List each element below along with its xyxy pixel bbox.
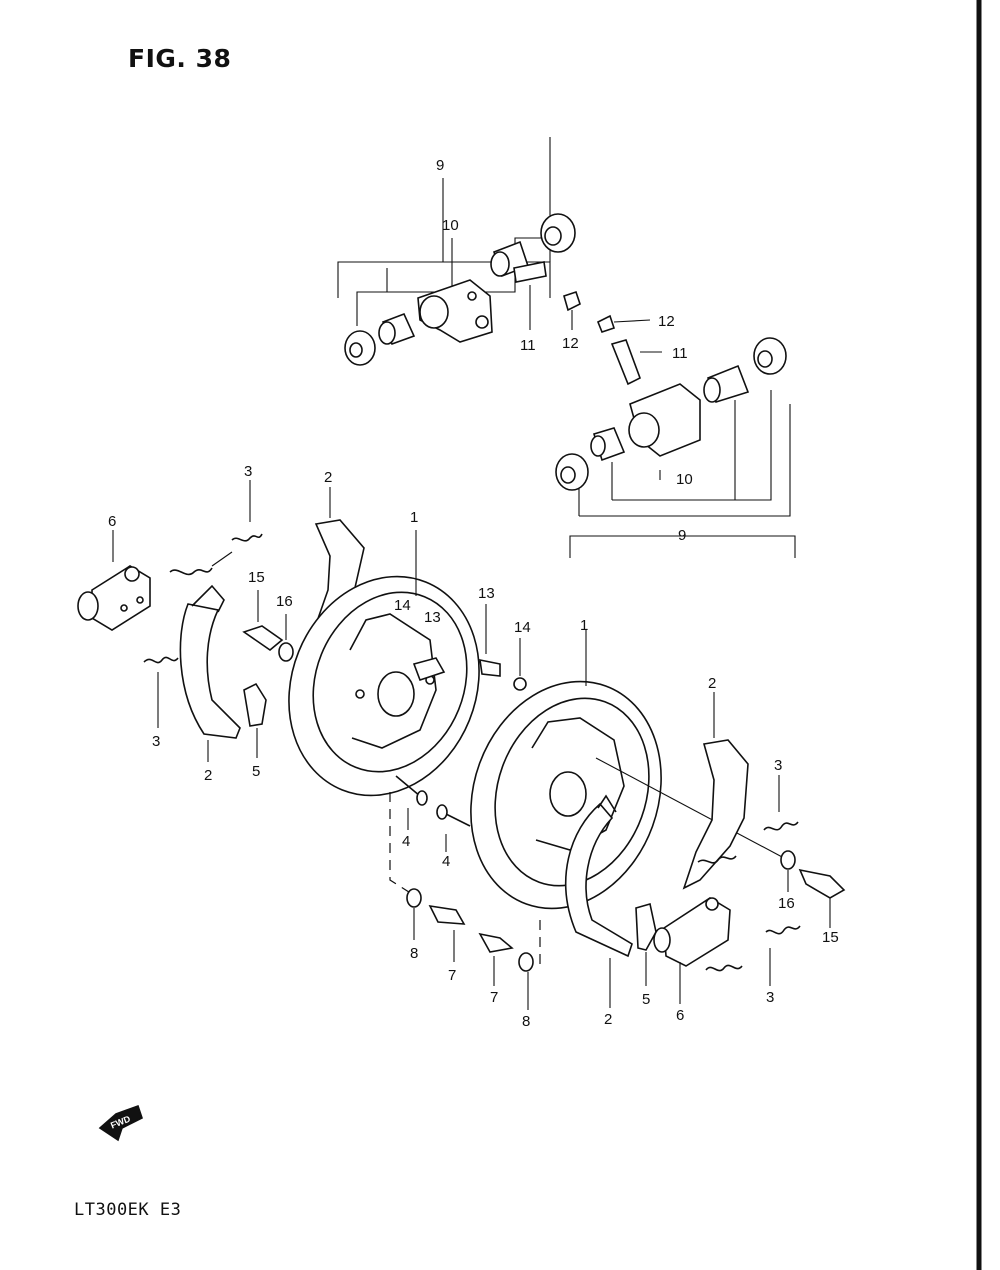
- callout-8: 8: [522, 1013, 530, 1030]
- callout-6: 6: [676, 1007, 684, 1024]
- callout-12: 12: [562, 335, 579, 352]
- hold-down-pins: [389, 775, 541, 968]
- callout-3: 3: [774, 757, 782, 774]
- callout-3: 3: [766, 989, 774, 1006]
- callout-4: 4: [442, 853, 450, 870]
- backing-plate-left: [288, 530, 527, 797]
- callout-16: 16: [276, 593, 293, 610]
- callout-3: 3: [244, 463, 252, 480]
- bottom-hardware: [406, 888, 534, 1010]
- callout-16: 16: [778, 895, 795, 912]
- callout-4: 4: [402, 833, 410, 850]
- callout-2: 2: [324, 469, 332, 486]
- callout-8: 8: [410, 945, 418, 962]
- callout-15: 15: [248, 569, 265, 586]
- callout-labels: 9 10 11 12 12 11 10 9 3 2 1 6 15 16 14 1…: [108, 157, 839, 1030]
- wheel-cylinder-assembly-top: [337, 137, 581, 366]
- callout-10: 10: [676, 471, 693, 488]
- callout-2: 2: [708, 675, 716, 692]
- callout-1: 1: [580, 617, 588, 634]
- callout-10: 10: [442, 217, 459, 234]
- callout-2: 2: [604, 1011, 612, 1028]
- callout-11: 11: [672, 345, 688, 362]
- right-brake-parts: [564, 692, 846, 1008]
- callout-14: 14: [514, 619, 531, 636]
- callout-2: 2: [204, 767, 212, 784]
- callout-13: 13: [478, 585, 495, 602]
- callout-7: 7: [448, 967, 456, 984]
- callout-6: 6: [108, 513, 116, 530]
- wheel-cylinder-assembly-right: [555, 314, 796, 558]
- page-edge: [976, 0, 982, 1270]
- model-code: LT300EK E3: [74, 1200, 182, 1220]
- callout-5: 5: [642, 991, 650, 1008]
- callout-5: 5: [252, 763, 260, 780]
- fwd-arrow-icon: FWD: [98, 1104, 143, 1142]
- callout-1: 1: [410, 509, 418, 526]
- callout-3: 3: [152, 733, 160, 750]
- callout-15: 15: [822, 929, 839, 946]
- callout-9: 9: [436, 157, 444, 174]
- backing-plate-right: [470, 630, 785, 910]
- callout-14: 14: [394, 597, 411, 614]
- callout-12: 12: [658, 313, 675, 330]
- callout-9: 9: [678, 527, 686, 544]
- callout-13: 13: [424, 609, 441, 626]
- callout-7: 7: [490, 989, 498, 1006]
- figure-title: FIG. 38: [128, 44, 232, 73]
- callout-11: 11: [520, 337, 536, 354]
